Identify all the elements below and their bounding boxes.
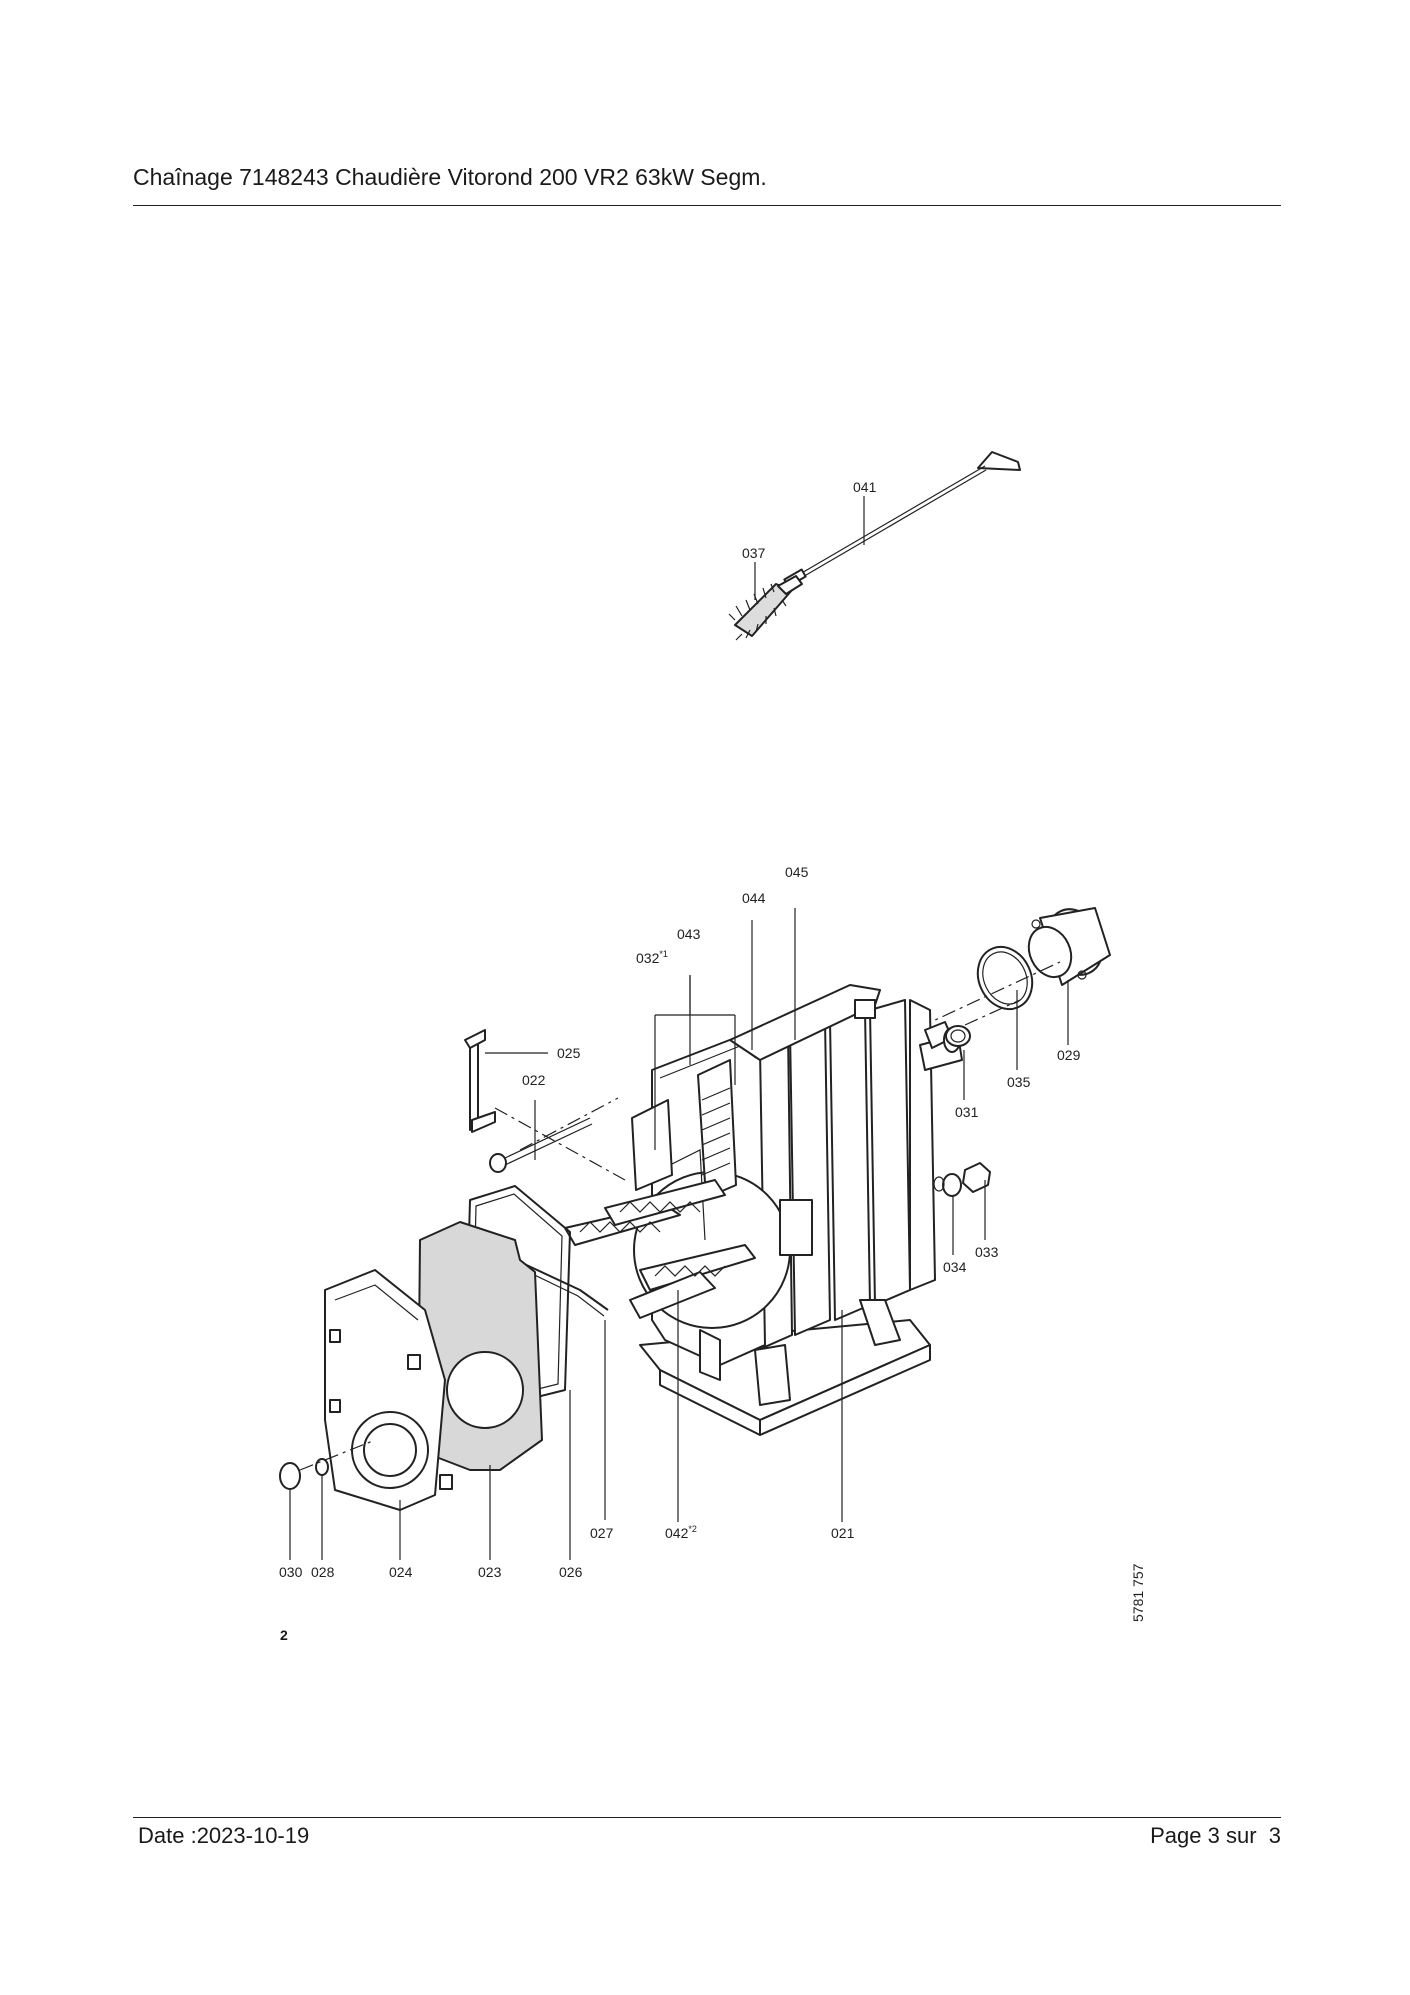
burner-door	[324, 1269, 453, 1511]
label-029: 029	[1057, 1047, 1081, 1063]
insulation-panel	[417, 1221, 543, 1471]
cleaning-brush	[728, 575, 803, 641]
label-032: 032	[636, 950, 660, 966]
page-number: Page 3 sur 3	[1150, 1823, 1281, 1848]
flue-collar	[1027, 907, 1111, 986]
label-027: 027	[590, 1525, 614, 1541]
figure-number: 2	[280, 1627, 288, 1643]
label-031: 031	[955, 1104, 979, 1120]
label-026: 026	[559, 1564, 583, 1580]
footer-divider	[133, 1817, 1281, 1818]
label-045: 045	[785, 864, 809, 880]
svg-text:032*1: 032*1	[636, 949, 668, 966]
label-021: 021	[831, 1525, 855, 1541]
label-025: 025	[557, 1045, 581, 1061]
label-022: 022	[522, 1072, 546, 1088]
header-divider	[133, 205, 1281, 206]
document-title: Chaînage 7148243 Chaudière Vitorond 200 …	[133, 164, 767, 190]
drawing-id: 5781 757	[1130, 1563, 1146, 1622]
screw	[489, 1117, 593, 1173]
label-037: 037	[742, 545, 766, 561]
label-023: 023	[478, 1564, 502, 1580]
drain-plug	[933, 1162, 991, 1197]
connection-nipple	[945, 1025, 971, 1047]
label-042: 042	[665, 1525, 689, 1541]
label-035: 035	[1007, 1074, 1031, 1090]
label-028: 028	[311, 1564, 335, 1580]
label-034: 034	[943, 1259, 967, 1275]
label-032-note: *1	[659, 949, 668, 959]
label-024: 024	[389, 1564, 413, 1580]
turbulators	[564, 1179, 756, 1319]
label-043: 043	[677, 926, 701, 942]
label-042-note: *2	[688, 1524, 697, 1534]
seal-cord	[519, 1261, 609, 1317]
footer-date: Date :2023-10-19	[138, 1823, 310, 1848]
label-030: 030	[279, 1564, 303, 1580]
svg-text:042*2: 042*2	[665, 1524, 697, 1541]
cleaning-rod	[783, 451, 1021, 588]
label-033: 033	[975, 1244, 999, 1260]
label-041: 041	[853, 479, 877, 495]
mounting-bracket	[464, 1029, 496, 1133]
sight-glass	[279, 1439, 376, 1490]
label-044: 044	[742, 890, 766, 906]
